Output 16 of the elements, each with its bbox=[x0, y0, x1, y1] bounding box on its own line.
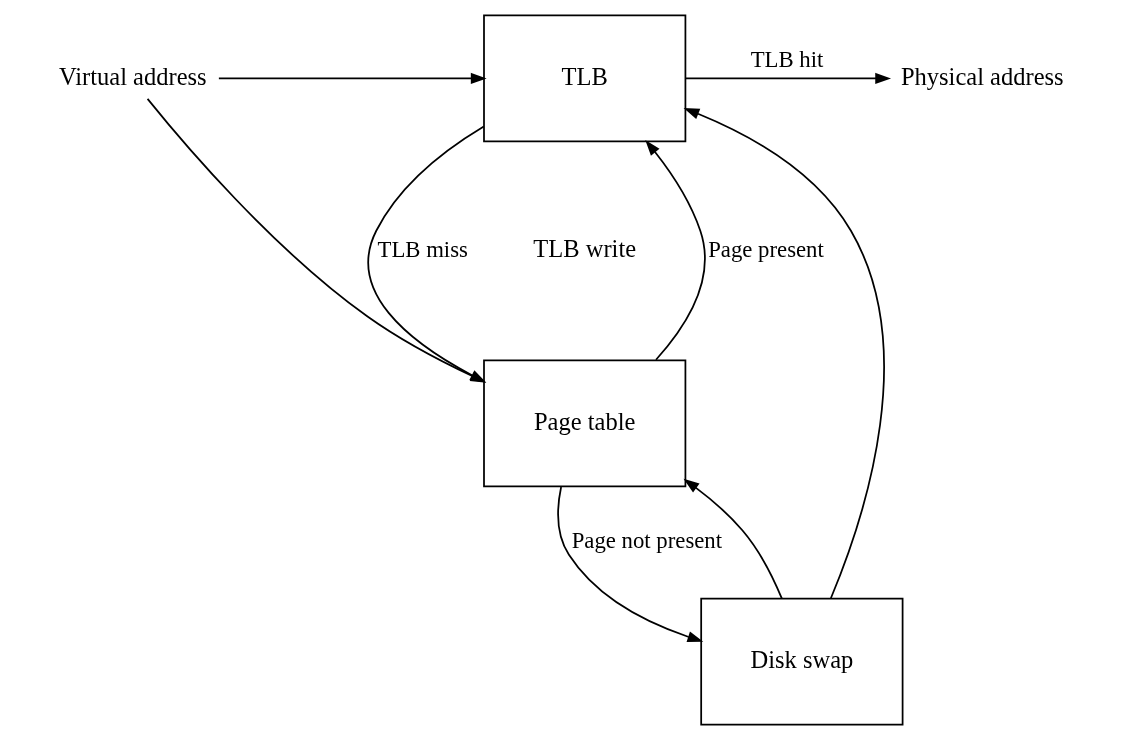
edge-label: Page present bbox=[707, 236, 824, 262]
node-text: Virtual address bbox=[58, 62, 207, 90]
node-text: Physical address bbox=[900, 62, 1064, 90]
edge-label: TLB miss bbox=[377, 236, 468, 262]
edge-label: Page not present bbox=[571, 528, 722, 554]
node-box: Page table bbox=[482, 359, 686, 488]
label: TLB write bbox=[532, 235, 636, 263]
edge-label: TLB hit bbox=[750, 46, 823, 72]
arrow bbox=[556, 486, 703, 643]
node-box: Disk swap bbox=[699, 597, 903, 726]
arrow bbox=[644, 140, 706, 361]
arrow bbox=[684, 72, 891, 84]
arrow bbox=[683, 478, 783, 600]
arrow bbox=[683, 108, 885, 600]
node-box: TLB bbox=[482, 14, 686, 143]
arrow bbox=[217, 72, 487, 84]
